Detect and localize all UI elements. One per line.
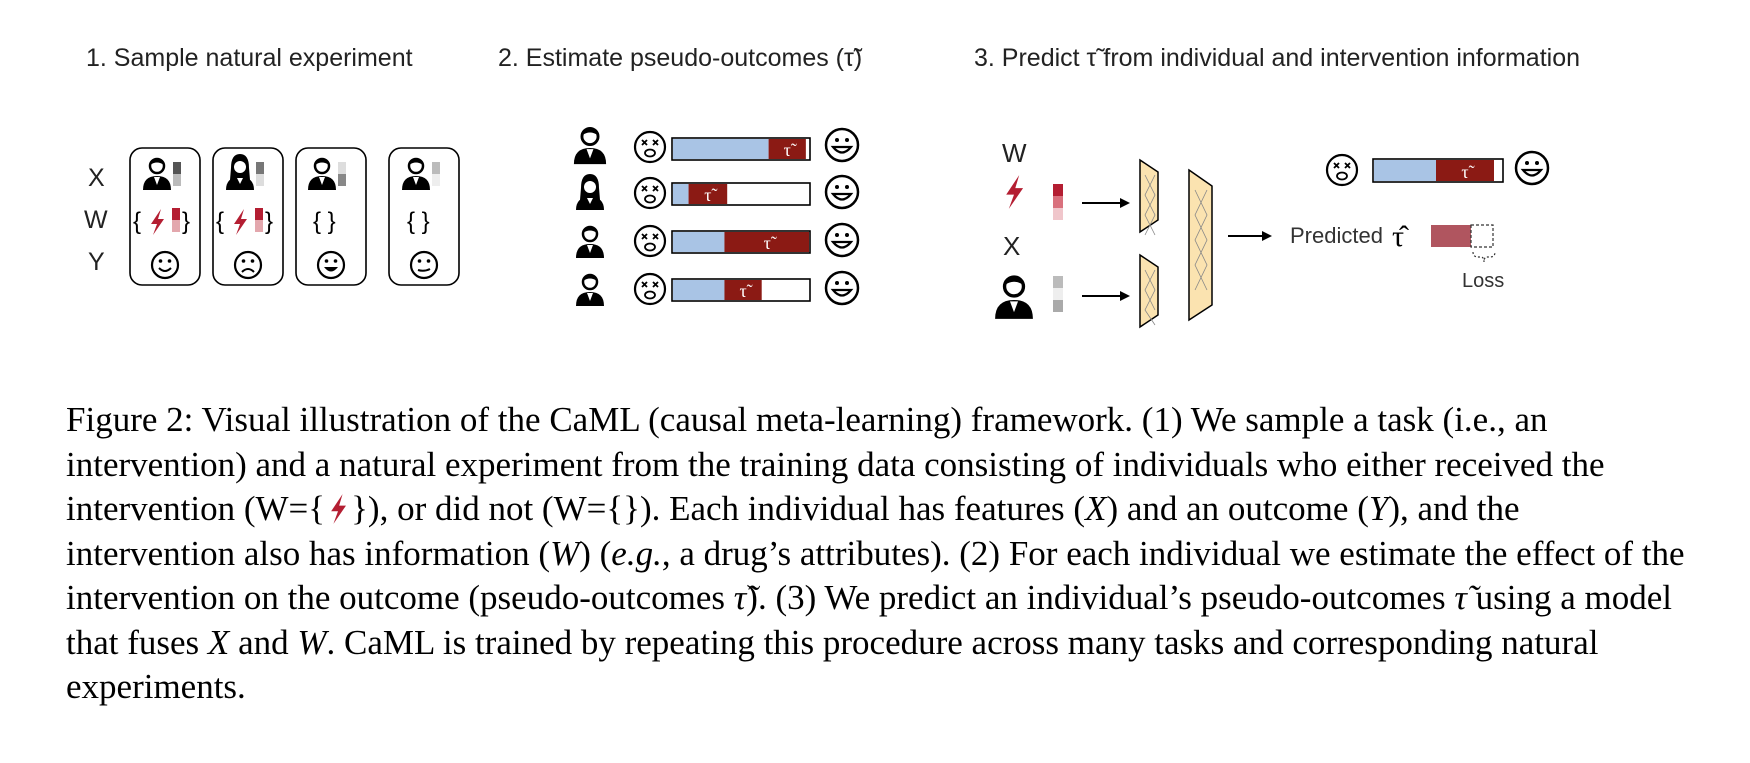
figure-caption: Figure 2: Visual illustration of the CaM… <box>66 400 1685 706</box>
person-icon <box>574 224 606 260</box>
step1-title: 1. Sample natural experiment <box>86 44 413 72</box>
sample-card-3: { } <box>295 147 367 286</box>
bar-baseline-segment <box>673 139 769 159</box>
svg-text:{: { <box>216 208 224 235</box>
person-icon <box>572 125 608 166</box>
pseudo-outcome-bar: τ̃ <box>671 230 811 254</box>
step2-panel: τ̃ τ̃ τ̃ τ̃ <box>572 125 860 308</box>
step1-panel: X W Y { } { } <box>84 147 460 286</box>
pseudo-outcome-bars: τ̃ τ̃ τ̃ τ̃ <box>671 137 811 302</box>
target-bar: τ̃ <box>1372 158 1504 183</box>
pseudo-outcome-bar: τ̃ <box>671 182 811 206</box>
svg-text:}: } <box>265 208 273 235</box>
bolt-icon <box>1006 175 1024 209</box>
dead-face-icon <box>1325 153 1359 187</box>
bar-effect-segment <box>724 280 762 300</box>
big-smile-icon <box>824 270 860 306</box>
svg-text:{ }: { } <box>313 208 336 235</box>
dead-face-icon <box>633 176 667 210</box>
dead-face-icon <box>633 224 667 258</box>
svg-text:{ }: { } <box>407 208 430 235</box>
label-x: X <box>88 164 105 192</box>
person-icon <box>993 274 1035 321</box>
predicted-label: Predicted <box>1290 223 1383 248</box>
bar-effect-segment <box>724 232 809 252</box>
person-icon <box>574 272 606 308</box>
figure: 1. Sample natural experiment 2. Estimate… <box>0 0 1750 380</box>
label-y: Y <box>88 248 105 276</box>
loss-label: Loss <box>1462 270 1504 292</box>
label-w: W <box>84 206 108 234</box>
sample-card-1: { } <box>129 147 201 286</box>
bar-baseline-segment <box>673 232 725 252</box>
bar-baseline-segment <box>673 280 725 300</box>
svg-text:}: } <box>182 208 190 235</box>
step3-panel: W X Predicted <box>993 138 1550 328</box>
loss-gap <box>1470 224 1494 248</box>
big-smile-icon <box>824 174 860 210</box>
pseudo-outcome-bar: τ̃ <box>671 137 811 161</box>
woman-icon <box>576 174 604 210</box>
pseudo-outcome-bar: τ̃ <box>671 278 811 302</box>
sample-card-2: { } <box>212 147 284 286</box>
predicted-bar <box>1431 225 1471 247</box>
bar-effect-segment <box>688 184 728 204</box>
sample-card-4: { } <box>388 147 460 286</box>
big-smile-icon <box>824 222 860 258</box>
figure-graphic: X W Y { } { } <box>84 125 1550 328</box>
bar-effect-segment <box>768 139 806 159</box>
dead-face-icon <box>633 272 667 306</box>
label-x: X <box>1003 231 1020 261</box>
label-w: W <box>1002 138 1027 168</box>
bolt-icon <box>331 494 347 524</box>
step2-title: 2. Estimate pseudo-outcomes (τ̃) <box>498 44 863 72</box>
dead-face-icon <box>633 130 667 164</box>
step3-title: 3. Predict τ̃ from individual and interv… <box>974 44 1581 72</box>
neural-net <box>1139 159 1213 328</box>
svg-text:{: { <box>133 208 141 235</box>
big-smile-icon <box>1514 150 1550 186</box>
big-smile-icon <box>824 127 860 163</box>
tau-hat-symbol: τ̂ <box>1392 220 1409 253</box>
bar-baseline-segment <box>673 184 689 204</box>
caption-text: Figure 2: Visual illustration of the CaM… <box>66 400 1605 528</box>
